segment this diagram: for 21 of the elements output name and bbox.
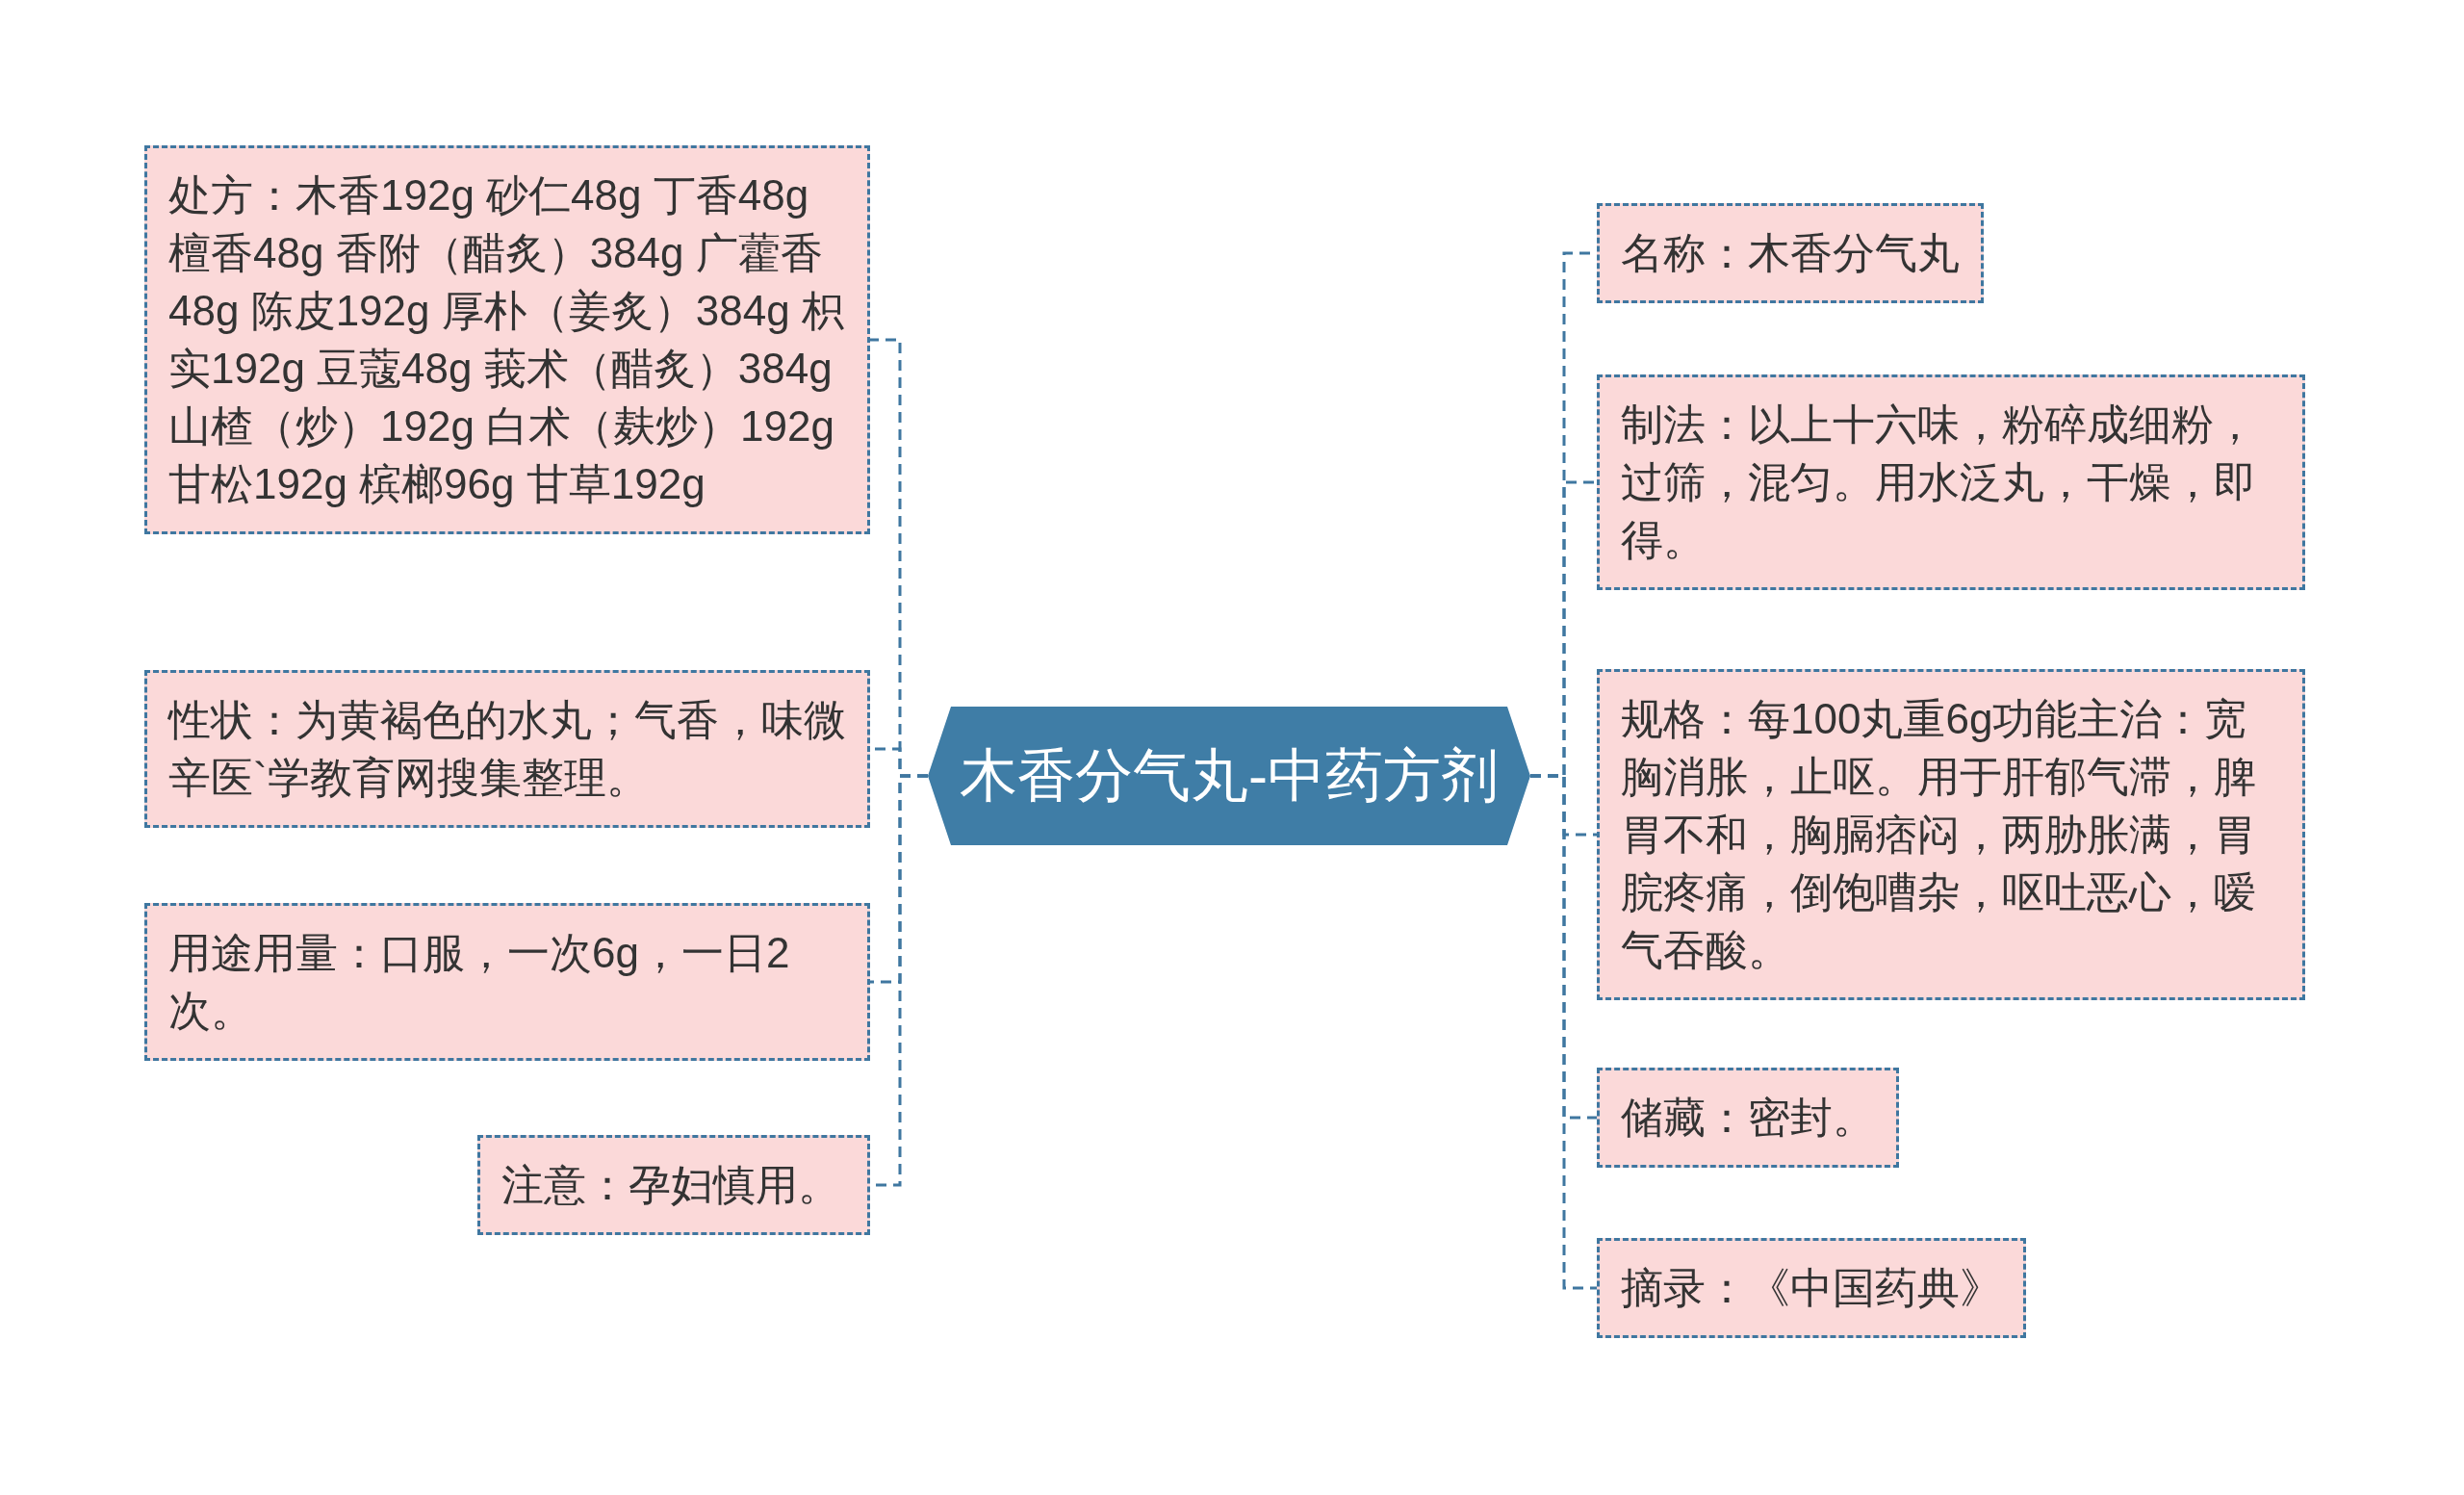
info-card: [477, 1135, 870, 1235]
info-text: 名称：木香分气丸: [1621, 228, 1960, 278]
info-text: 规格：每100丸重6g功能主治：宽胸消胀，止呕。用于肝郁气滞，脾胃不和，胸膈痞闷，两胁胀满，胃脘疼痛，倒饱嘈杂，呕吐恶心，嗳气吞酸。: [1621, 694, 2257, 975]
info-card: [144, 903, 870, 1061]
info-text: 储藏：密封。: [1621, 1093, 1875, 1143]
info-text: 注意：孕妇慎用。: [501, 1160, 841, 1210]
topic-title: 木香分气丸-中药方剂: [960, 742, 1499, 810]
info-text: 摘录：《中国药典》: [1621, 1263, 2002, 1313]
info-card: [1597, 203, 1984, 303]
info-text: 性状：为黄褐色的水丸；气香，味微辛医`学教育网搜集整理。: [168, 695, 846, 803]
info-text: 处方：木香192g 砂仁48g 丁香48g 檀香48g 香附（醋炙）384g 广藿香48g 陈皮192g 厚朴（姜炙）384g 枳实192g 豆蔻48g 莪术（醋炙）384g 山楂（炒）192g 白术（麸炒）192g 甘松192g 槟榔96g 甘草192g: [168, 170, 845, 509]
central-topic: [928, 707, 1530, 845]
info-card: [1597, 1068, 1899, 1168]
info-card: [144, 670, 870, 828]
info-card: [1597, 1238, 2026, 1338]
info-text: 制法：以上十六味，粉碎成细粉，过筛，混匀。用水泛丸，干燥，即得。: [1621, 400, 2257, 565]
info-text: 用途用量：口服，一次6g，一日2次。: [168, 928, 791, 1036]
info-card: [144, 145, 870, 534]
connector-line: [1530, 774, 1597, 1290]
info-card: [1597, 374, 2305, 590]
info-card: [1597, 669, 2305, 1000]
